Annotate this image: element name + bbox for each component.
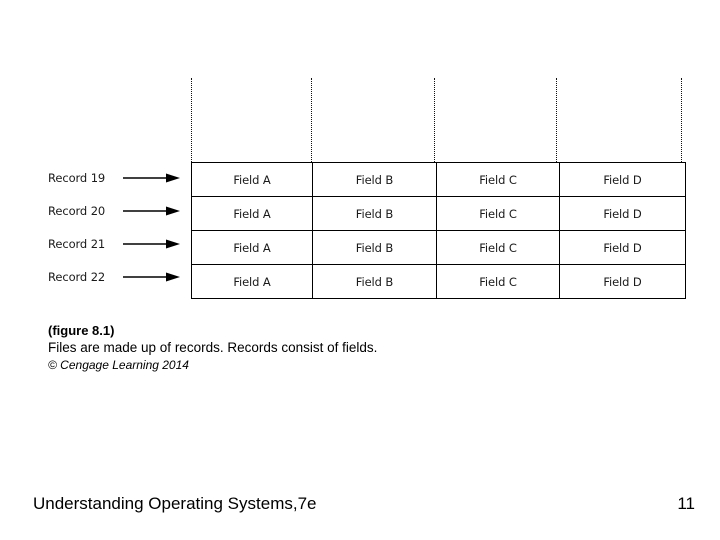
guide-line-4	[556, 78, 557, 162]
records-fields-table: Field A Field B Field C Field D Field A …	[191, 162, 686, 299]
table-cell-field-c: Field C	[436, 162, 560, 197]
guide-line-3	[434, 78, 435, 162]
table-cell-field-a: Field A	[191, 264, 313, 299]
table-row: Field A Field B Field C Field D	[191, 230, 686, 265]
table-cell-field-d: Field D	[559, 230, 686, 265]
arrow-icon-record-22	[123, 271, 180, 283]
figure-caption: (figure 8.1) Files are made up of record…	[48, 322, 568, 374]
footer-book-title: Understanding Operating Systems,7e	[33, 494, 317, 513]
guide-line-5	[681, 78, 682, 162]
record-label-19: Record 19	[48, 171, 106, 185]
table-cell-field-d: Field D	[559, 264, 686, 299]
table-cell-field-c: Field C	[436, 230, 560, 265]
record-label-22: Record 22	[48, 270, 106, 284]
caption-figure-number: (figure 8.1)	[48, 323, 115, 338]
record-label-20: Record 20	[48, 204, 106, 218]
table-cell-field-a: Field A	[191, 196, 313, 231]
record-label-21: Record 21	[48, 237, 106, 251]
slide-footer: Understanding Operating Systems,7e 11	[0, 494, 720, 524]
table-cell-field-d: Field D	[559, 196, 686, 231]
table-cell-field-c: Field C	[436, 264, 560, 299]
table-row: Field A Field B Field C Field D	[191, 162, 686, 197]
arrow-icon-record-20	[123, 205, 180, 217]
table-cell-field-b: Field B	[312, 264, 437, 299]
table-cell-field-d: Field D	[559, 162, 686, 197]
table-cell-field-a: Field A	[191, 162, 313, 197]
arrow-icon-record-21	[123, 238, 180, 250]
caption-description: Files are made up of records. Records co…	[48, 340, 378, 355]
table-cell-field-b: Field B	[312, 230, 437, 265]
footer-page-number: 11	[677, 494, 695, 513]
figure-8-1-graphic: Record 19 Record 20 Record 21 Record 22	[48, 78, 686, 299]
table-row: Field A Field B Field C Field D	[191, 196, 686, 231]
table-cell-field-c: Field C	[436, 196, 560, 231]
guide-line-1	[191, 78, 192, 162]
table-cell-field-b: Field B	[312, 196, 437, 231]
arrow-icon-record-19	[123, 172, 180, 184]
guide-line-2	[311, 78, 312, 162]
table-cell-field-a: Field A	[191, 230, 313, 265]
table-row: Field A Field B Field C Field D	[191, 264, 686, 299]
table-cell-field-b: Field B	[312, 162, 437, 197]
caption-copyright: © Cengage Learning 2014	[48, 358, 189, 372]
